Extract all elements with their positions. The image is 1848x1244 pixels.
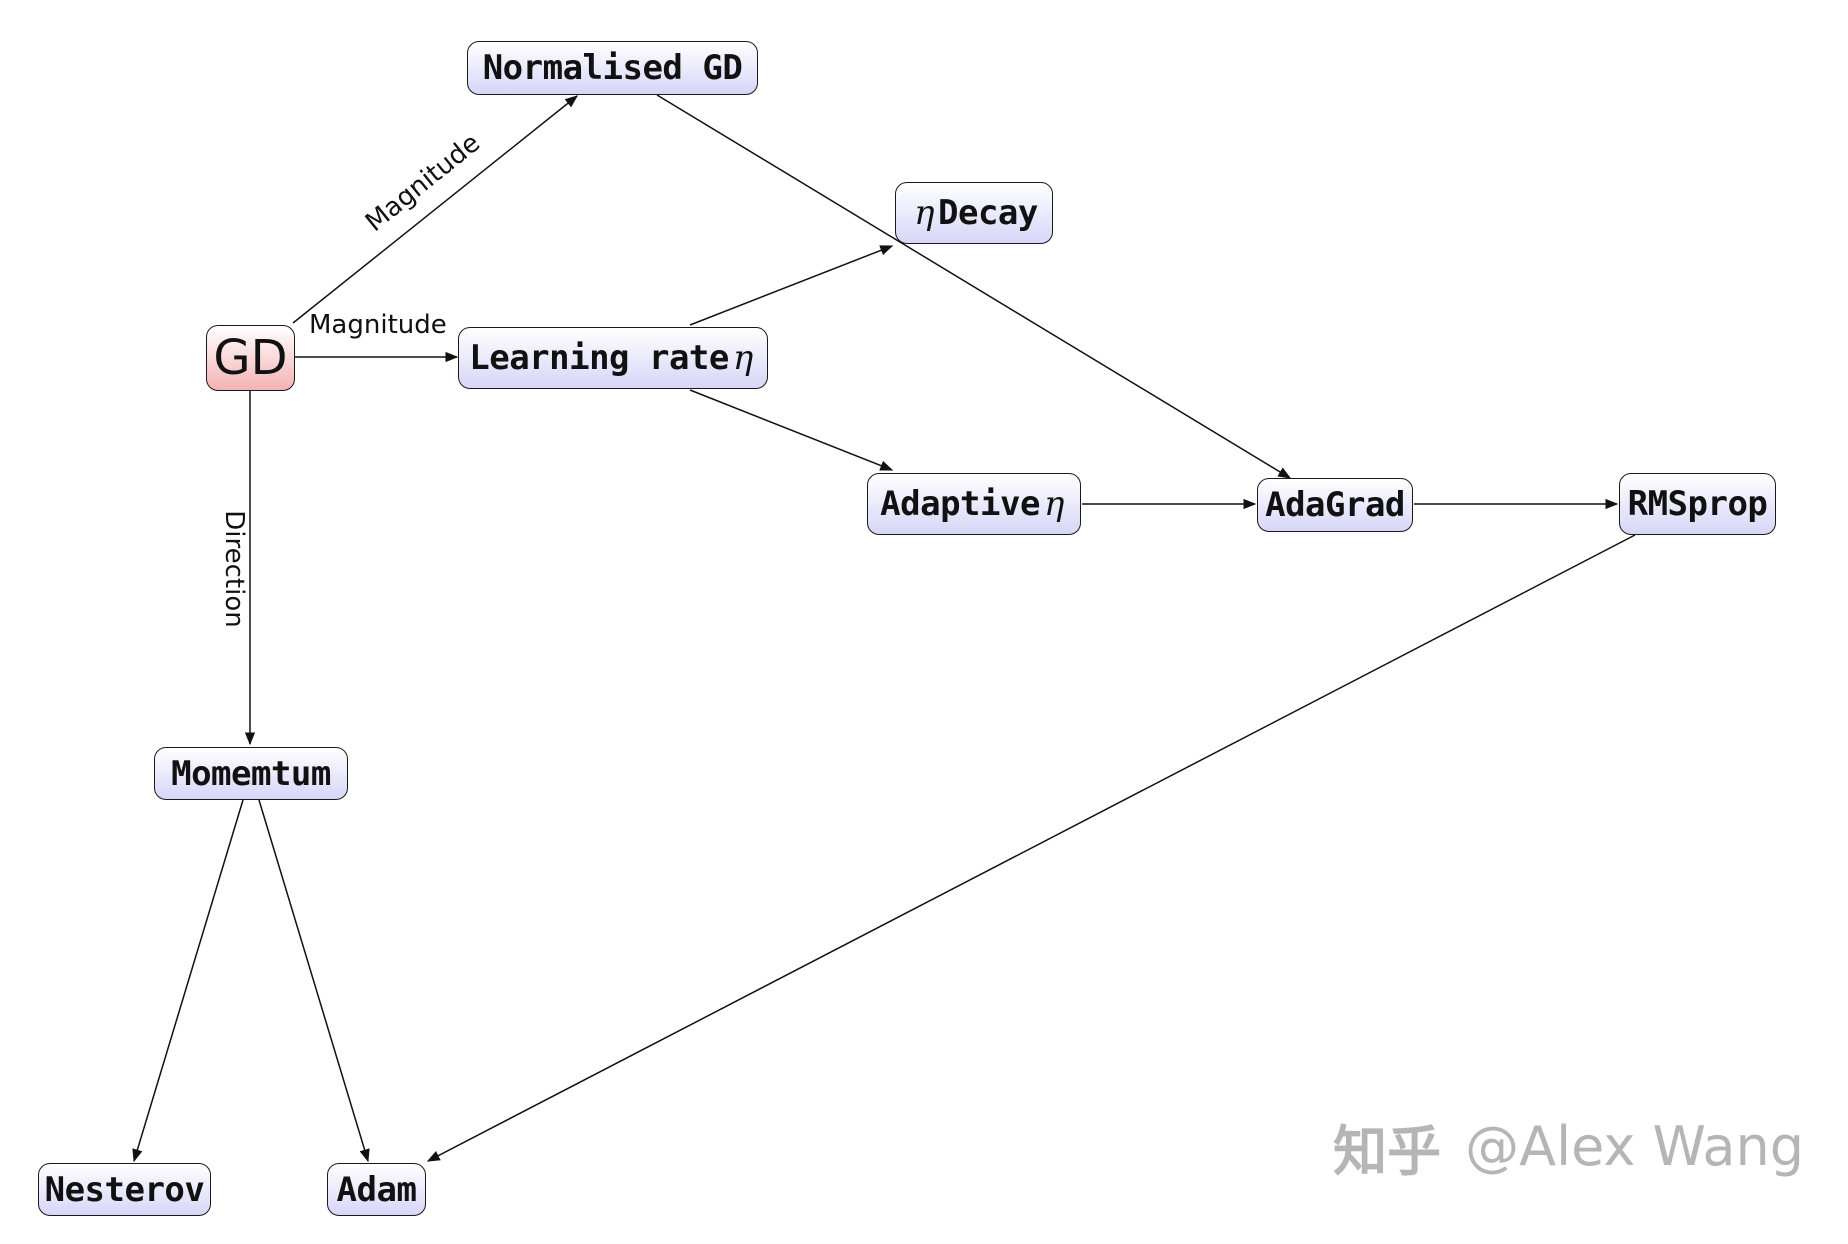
node-eta-decay-label: Decay <box>938 193 1038 233</box>
node-learning-rate-label: Learning rate <box>469 338 729 378</box>
node-gd-label: GD <box>213 330 288 386</box>
node-normalised-gd-label: Normalised GD <box>482 48 743 88</box>
node-adam-label: Adam <box>336 1169 417 1210</box>
node-momentum: Momemtum <box>154 747 348 800</box>
node-adaptive-eta: Adaptive η <box>867 473 1081 535</box>
node-eta-decay: η Decay <box>895 182 1053 244</box>
node-gd: GD <box>206 325 295 391</box>
watermark: 知乎 @Alex Wang <box>1333 1107 1804 1186</box>
node-nesterov-label: Nesterov <box>44 1169 205 1210</box>
edge-momentum-to-adam <box>258 799 370 1163</box>
eta-symbol: η <box>1043 484 1064 524</box>
node-adam: Adam <box>327 1163 426 1216</box>
node-normalised-gd: Normalised GD <box>467 41 758 95</box>
node-adagrad: AdaGrad <box>1257 478 1413 532</box>
node-adagrad-label: AdaGrad <box>1265 485 1405 525</box>
edge-label-direction: Direction <box>219 510 249 628</box>
edge-learning-rate-to-adaptive <box>689 389 894 471</box>
node-learning-rate: Learning rate η <box>458 327 768 389</box>
edge-learning-rate-to-eta-decay <box>689 245 894 326</box>
node-momentum-label: Momemtum <box>171 753 331 794</box>
node-adaptive-eta-label: Adaptive <box>880 484 1040 524</box>
edge-gd-to-normalised-gd <box>292 95 579 324</box>
edge-rmsprop-to-adam <box>426 534 1636 1162</box>
edge-momentum-to-nesterov <box>132 799 244 1163</box>
node-rmsprop: RMSprop <box>1619 473 1776 535</box>
watermark-author: @Alex Wang <box>1465 1115 1804 1178</box>
edge-label-magnitude-horizontal: Magnitude <box>309 310 447 340</box>
eta-symbol: η <box>914 193 934 233</box>
node-rmsprop-label: RMSprop <box>1627 484 1768 524</box>
node-nesterov: Nesterov <box>38 1163 211 1216</box>
edge-normalised-gd-to-adagrad <box>656 94 1292 479</box>
eta-symbol: η <box>732 338 753 378</box>
watermark-logo: 知乎 <box>1333 1120 1442 1183</box>
